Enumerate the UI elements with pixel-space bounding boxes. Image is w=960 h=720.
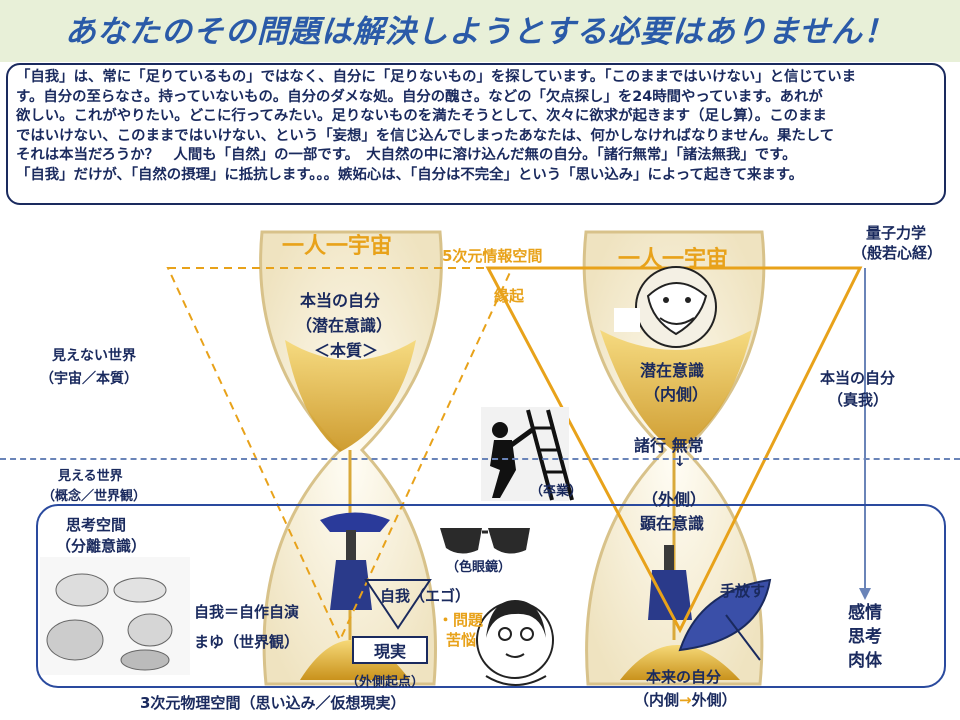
true-self-right-label: 本当の自分 <box>820 369 896 387</box>
subconscious-right-label: 潜在意識 <box>640 361 705 380</box>
silkworm-illustration <box>40 557 190 675</box>
title-bar <box>0 0 960 62</box>
conscious-label: 顕在意識 <box>640 514 705 533</box>
emotion-label: 感情 <box>848 603 882 623</box>
intro-line: 欲しい。これがやりたい。どこに行ってみたい。足りないものを満たそうとして、次々に… <box>16 108 827 125</box>
true-self-right-sub: （真我） <box>828 391 889 409</box>
invisible-world-sub: （宇宙／本質） <box>40 371 138 387</box>
universe-label-right: 一人一宇宙 <box>618 247 729 272</box>
five-dim-label: 5次元情報空間 <box>442 247 543 265</box>
problem-label: ・問題 <box>438 611 484 629</box>
dashed-triangle <box>166 267 514 643</box>
true-self-label: 本当の自分 <box>300 291 381 310</box>
visible-world-sub: （概念／世界観） <box>42 489 147 504</box>
sunglasses-icon <box>440 528 530 554</box>
cocoon-label: まゆ（世界観） <box>194 633 300 651</box>
down-arrow: ↓ <box>674 454 686 470</box>
outer-origin-label: （外側起点） <box>346 675 425 690</box>
thought-label: 思考 <box>848 627 882 647</box>
intro-line: それは本当だろうか？ 人間も「自然」の一部です。 大自然の中に溶け込んだ無の自分… <box>16 147 797 164</box>
ego-equals-label: 自我＝自作自演 <box>194 603 300 621</box>
page-title: あなたのその問題は解決しようとする必要はありません！ <box>64 14 896 50</box>
three-dim-label: 3次元物理空間（思い込み／仮想現実） <box>140 694 406 712</box>
intro-line: 「自我」は、常に「足りているもの」ではなく、自分に「足りないもの」を探しています… <box>16 69 856 85</box>
inner-outer-label: （内側→外側） <box>634 691 737 709</box>
separation-label: （分離意識） <box>56 537 147 555</box>
intro-line: ではいけない、このままではいけない、という「妄想」を信じ込んでしまったあなたは、… <box>16 127 835 144</box>
quantum-label: 量子力学 <box>866 224 927 242</box>
engi-label: 縁起 <box>494 287 525 305</box>
intro-line: す。自分の至らなさ。持っていないもの。自分のダメな処。自分の醜さ。などの「欠点探… <box>16 88 823 105</box>
outer-label: （外側） <box>642 490 707 509</box>
hannya-label: （般若心経） <box>852 244 943 262</box>
let-go-label: 手放す <box>720 582 766 600</box>
umbrella-icon <box>678 578 772 661</box>
woman-face-icon <box>476 600 554 686</box>
intro-line: 「自我」だけが、「自然の摂理」に抵抗します。。。嫉妬心は、「自分は不完全」という… <box>16 166 804 183</box>
invisible-world-label: 見えない世界 <box>52 348 136 364</box>
intro-text: 「自我」は、常に「足りているもの」ではなく、自分に「足りないもの」を探しています… <box>16 68 936 186</box>
ego-triangle <box>364 579 432 630</box>
subconscious-label: （潜在意識） <box>296 316 393 335</box>
ladder-climber-icon <box>481 407 574 501</box>
visible-world-label: 見える世界 <box>58 469 123 484</box>
physical-space-box <box>36 504 946 688</box>
ego-box-label: 自我（エゴ） <box>380 587 471 605</box>
body-label: 肉体 <box>848 651 882 671</box>
sage-portrait-icon <box>614 266 717 348</box>
shogyo-mujo-label: 諸行 無常 <box>634 436 704 455</box>
essence-label: ＜本質＞ <box>314 341 379 360</box>
thinking-space-label: 思考空間 <box>66 516 127 534</box>
reality-box: 現実 <box>352 636 428 664</box>
world-divider <box>0 458 960 460</box>
intro-box: 「自我」は、常に「足りているもの」ではなく、自分に「足りないもの」を探しています… <box>6 63 946 205</box>
original-self-label: 本来の自分 <box>646 668 722 686</box>
suffering-label: 苦悩 <box>446 631 477 649</box>
universe-label-left: 一人一宇宙 <box>282 234 393 259</box>
graduation-label: （卒業） <box>530 484 583 499</box>
colored-glasses-label: （色眼鏡） <box>446 560 512 575</box>
inner-label: （内側） <box>644 385 709 404</box>
